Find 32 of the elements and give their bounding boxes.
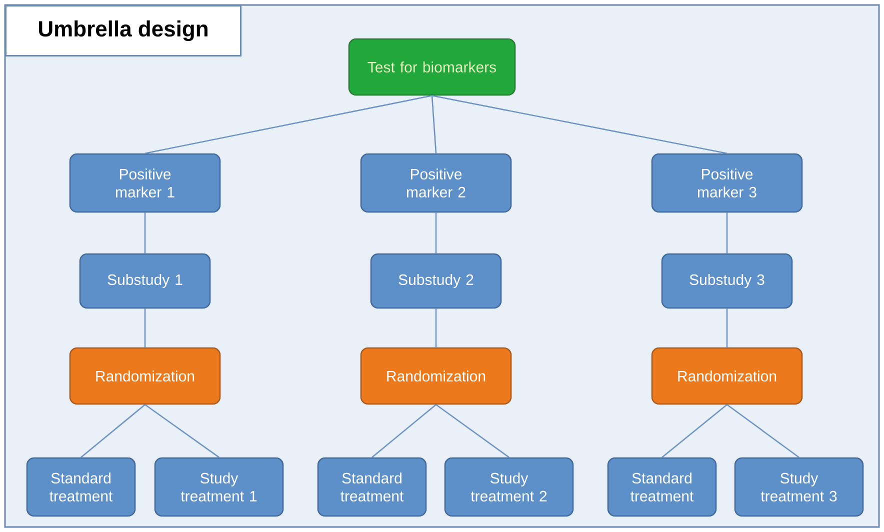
process-box: Positive marker 1 <box>69 153 221 213</box>
connector-line <box>144 404 220 458</box>
connector-line <box>372 404 436 458</box>
process-box: Standard treatment <box>26 457 136 517</box>
process-box: Randomization <box>360 347 512 405</box>
process-box: Positive marker 2 <box>360 153 512 213</box>
connector-line <box>432 95 728 154</box>
process-box: Study treatment 1 <box>154 457 284 517</box>
process-box: Randomization <box>651 347 803 405</box>
process-box: Positive marker 3 <box>651 153 803 213</box>
connector-line <box>726 404 800 458</box>
connector-line <box>144 308 146 348</box>
connector-line <box>662 404 728 458</box>
title-box: Umbrella design <box>5 5 242 56</box>
connector-line <box>726 212 728 254</box>
connector-line <box>435 212 437 254</box>
connector-line <box>144 212 146 254</box>
connector-line <box>726 308 728 348</box>
process-box: Study treatment 3 <box>734 457 864 517</box>
connector-line <box>80 404 146 458</box>
process-box: Randomization <box>69 347 221 405</box>
process-box: Substudy 1 <box>79 253 211 309</box>
test-box: Test for biomarkers <box>348 38 516 96</box>
process-box: Substudy 2 <box>370 253 502 309</box>
connector-line <box>144 95 432 154</box>
process-box: Substudy 3 <box>661 253 793 309</box>
connector-line <box>436 404 510 458</box>
connector-line <box>431 96 437 154</box>
process-box: Study treatment 2 <box>444 457 574 517</box>
process-box: Standard treatment <box>607 457 717 517</box>
process-box: Standard treatment <box>317 457 427 517</box>
connector-line <box>435 308 437 348</box>
